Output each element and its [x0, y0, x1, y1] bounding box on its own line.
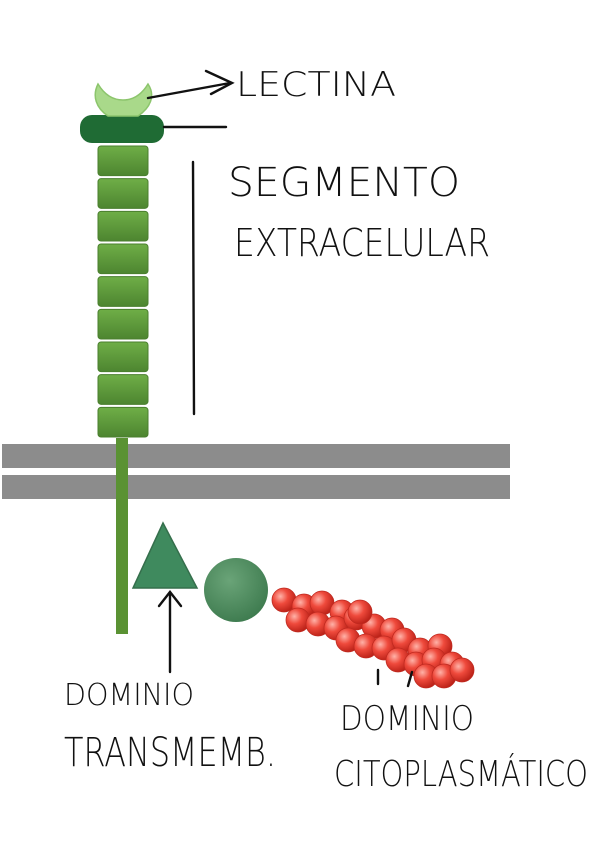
- extracellular-segment-blocks: [97, 145, 149, 438]
- extracellular-segment-block: [97, 243, 149, 275]
- membrane-outer-layer: [2, 444, 510, 468]
- cell-membrane: [2, 444, 510, 499]
- extracellular-segment-block: [97, 210, 149, 242]
- extracellular-segment-block: [97, 276, 149, 307]
- extracellular-segment-block: [97, 406, 149, 438]
- cytoplasmic-domain-circle: [204, 558, 268, 622]
- extracellular-segment-block: [97, 308, 149, 340]
- segmento-label-line2: EXTRACELULAR: [234, 221, 490, 265]
- lectin-head-icon: [94, 82, 153, 117]
- cytoplasmic-bead: [347, 599, 373, 625]
- cytoplasmic-bead: [449, 657, 475, 683]
- transmembrane-label-line1: DOMINIO: [64, 678, 194, 713]
- extracellular-segment-block: [97, 178, 149, 209]
- cytoplasmic-tick-2: [406, 670, 414, 688]
- segmento-label-line1: SEGMENTO: [228, 160, 460, 206]
- membrane-inner-layer: [2, 475, 510, 499]
- transmembrane-arrowhead: [157, 590, 183, 608]
- segment-bracket-line: [191, 160, 196, 416]
- cytoplasmic-domain-beads: [271, 587, 475, 689]
- cytoplasmic-label-line2: CITOPLASMÁTICO: [334, 753, 588, 795]
- cytoplasmic-label-line1: DOMINIO: [340, 699, 474, 739]
- lectina-label: LECTINA: [236, 65, 396, 105]
- lectina-arrowhead: [204, 69, 235, 96]
- transmembrane-stalk: [116, 438, 128, 634]
- annotation-lines: [146, 69, 414, 688]
- extracellular-segment-block: [97, 374, 149, 405]
- transmembrane-domain-triangle: [131, 521, 199, 589]
- lectina-arrow: [146, 81, 232, 100]
- lectin-collar: [80, 115, 164, 143]
- extracellular-segment-block: [97, 145, 149, 177]
- extracellular-segment-block: [97, 341, 149, 373]
- transmembrane-label-line2: TRANSMEMB.: [64, 730, 276, 776]
